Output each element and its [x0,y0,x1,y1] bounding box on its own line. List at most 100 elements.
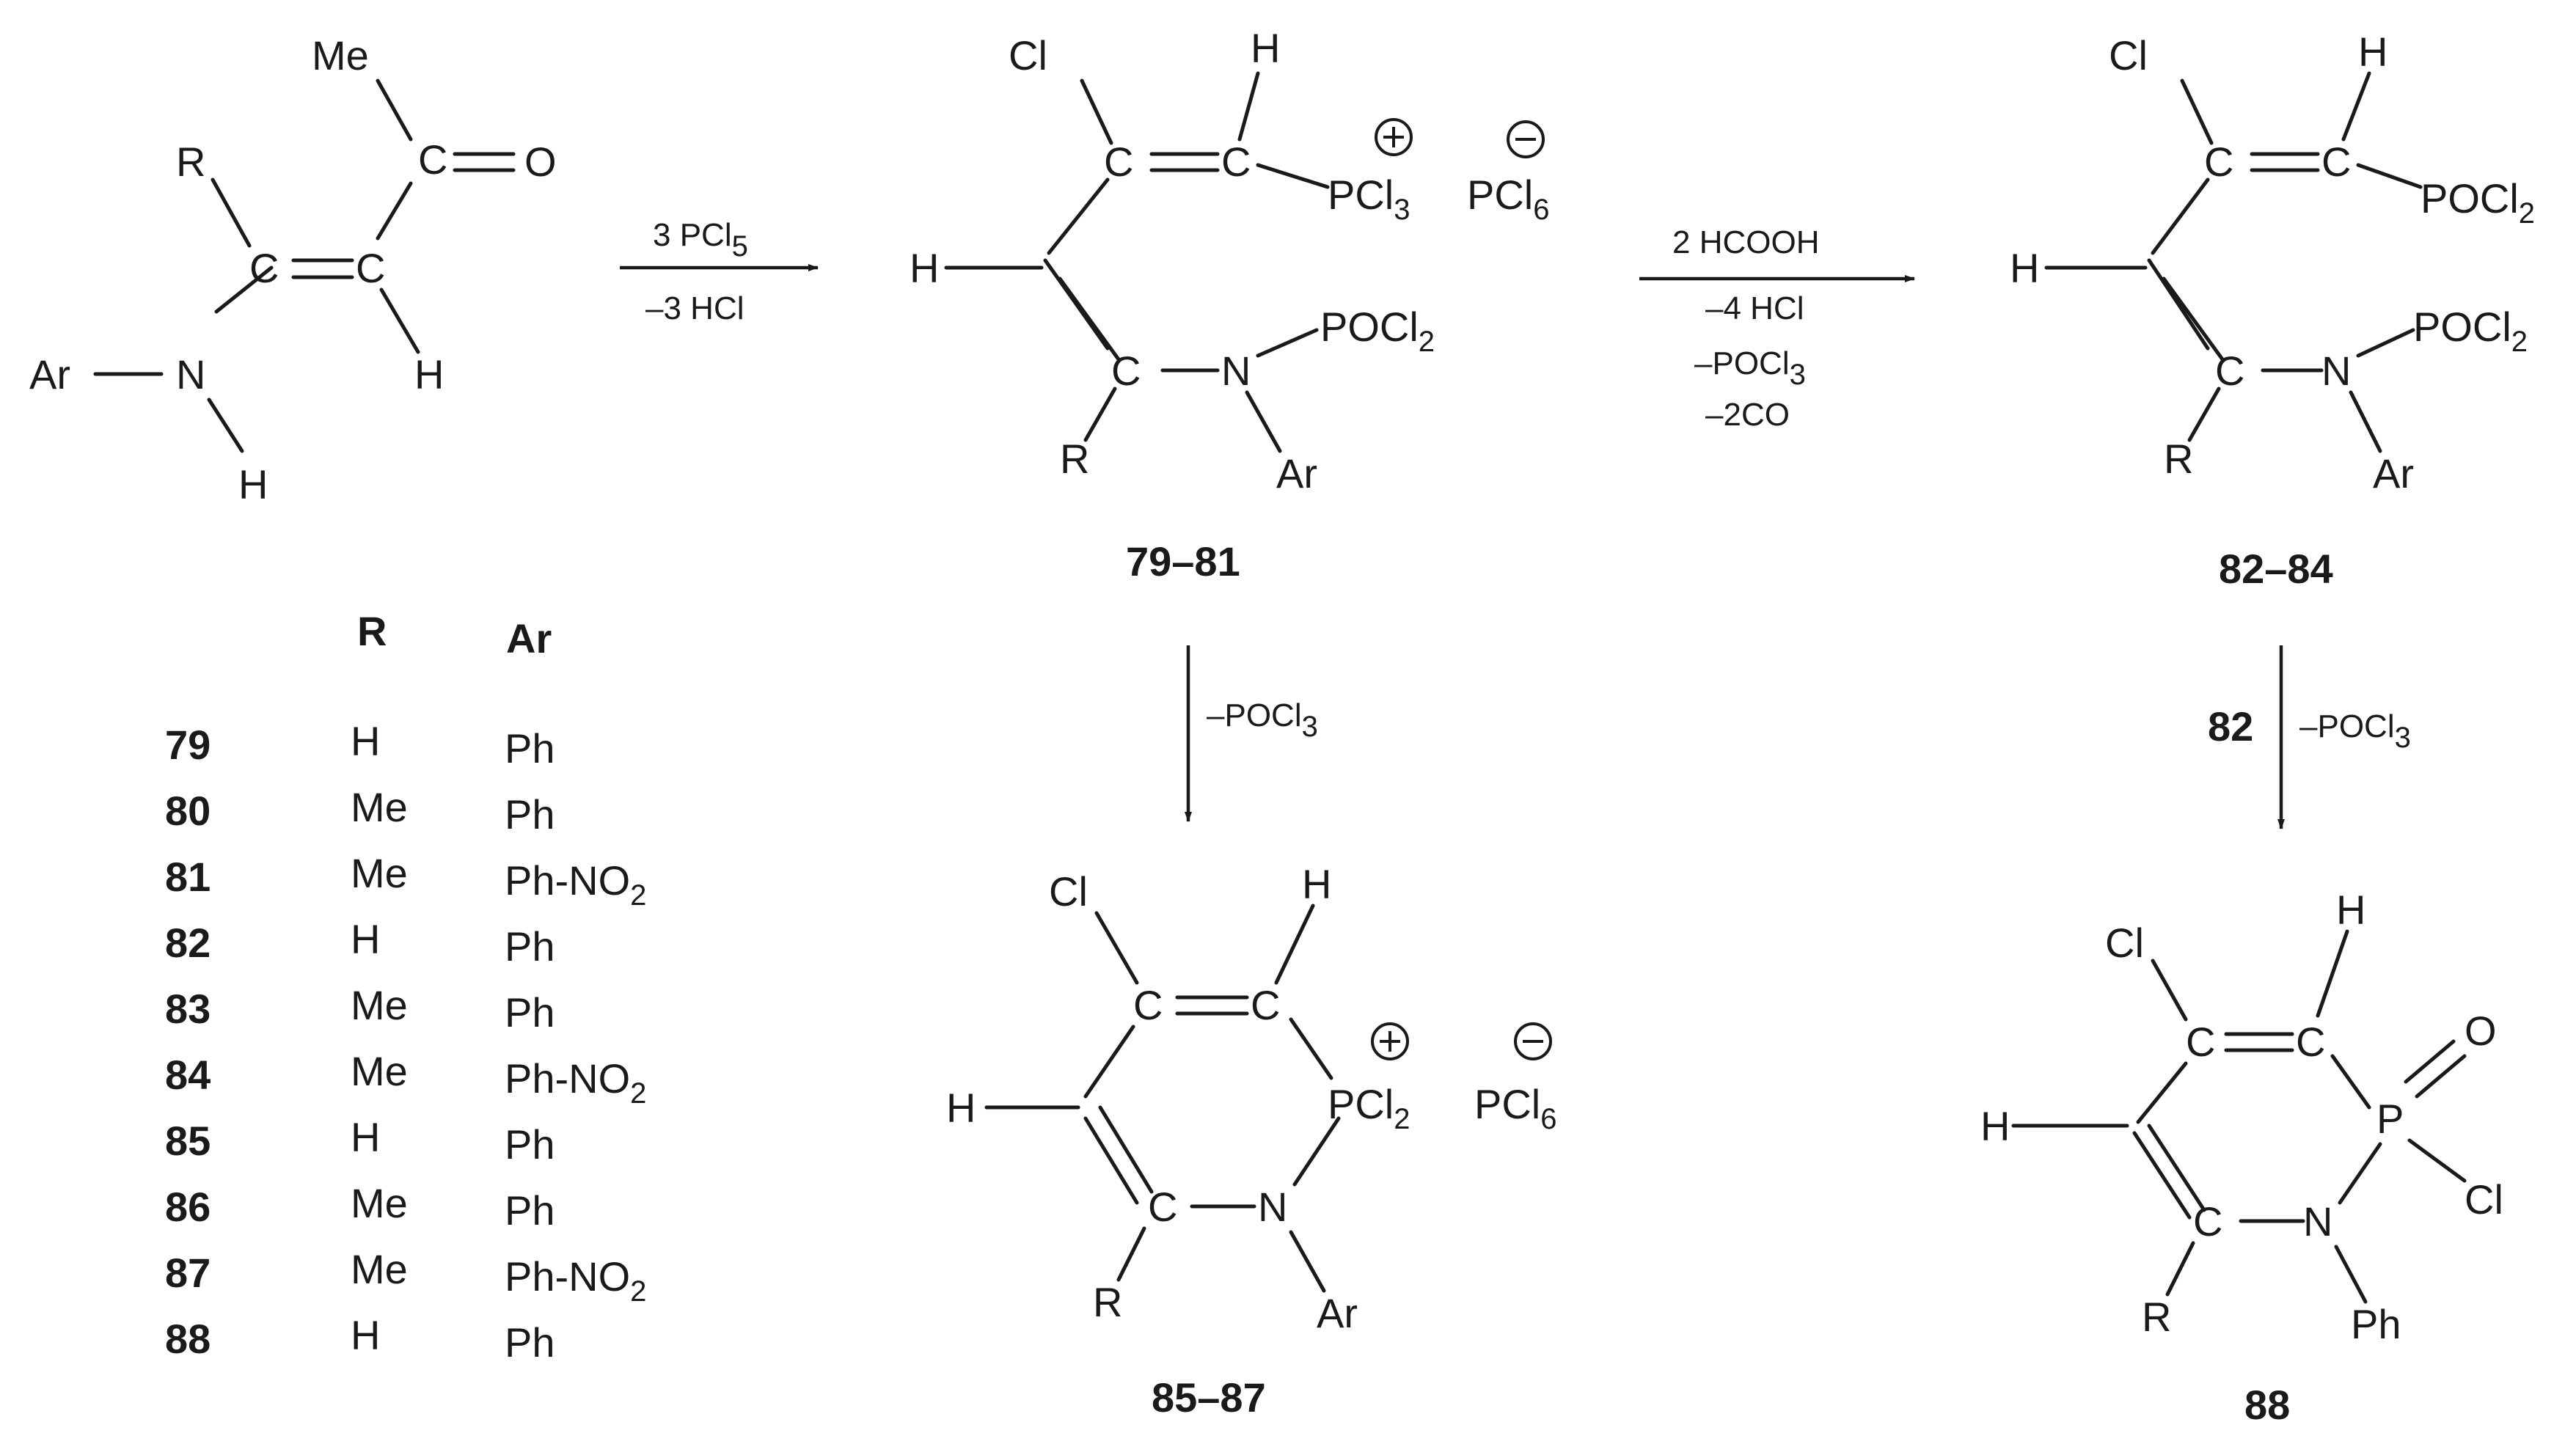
table-cell-ar: Ph [505,1319,555,1366]
pocl2-group: POCl2 [2413,304,2528,358]
table-cell-ar: Ph [505,1187,555,1234]
c-atom: C [2193,1198,2222,1245]
table-cell-ar: Ph [505,725,555,772]
table-cell-ar: Ph [505,923,555,970]
ar-atom: Ar [2373,450,2414,496]
n-atom: N [1258,1184,1287,1230]
r-atom: R [176,139,205,185]
reagent-label: 2 HCOOH [1672,224,1819,260]
c-atom: C [1251,982,1280,1028]
table-row-id: 81 [165,854,211,900]
r-atom: R [2142,1294,2171,1340]
table-cell-r: Me [351,784,408,830]
pcl2-group: PCl2 [1328,1081,1410,1135]
compound-label-85-87: 85–87 [1152,1374,1266,1421]
plus-charge-icon [1371,1022,1409,1060]
table-cell-ar: Ph [505,1121,555,1168]
arrow-step3: –POCl3 [1185,645,1318,822]
h-atom: H [1980,1103,2010,1149]
o-atom: O [524,139,557,185]
ar-atom: Ar [1317,1290,1358,1336]
h-atom: H [414,351,444,397]
n-atom: N [2303,1198,2332,1245]
cl-atom: Cl [2105,920,2144,966]
bonds [2011,929,2467,1304]
h-atom: H [910,245,939,291]
table-header-ar: Ar [506,615,552,661]
h-atom: H [2336,887,2365,933]
c-atom: C [1221,139,1251,185]
table-cell-ar: Ph-NO2 [505,857,646,912]
h-atom: H [1302,861,1331,907]
phosphonium-salt-79-81: Cl H C C PCl3 PCl6 H C N POCl2 R Ar 79–8… [910,25,1549,584]
c-atom: C [2186,1019,2215,1065]
table-cell-r: Me [351,1246,408,1292]
bonds [2044,71,2423,453]
c-atom: C [418,136,447,183]
table-row-id: 83 [165,986,211,1032]
table-row-id: 86 [165,1184,211,1230]
n-atom: N [1221,348,1251,394]
table-cell-r: Me [351,1048,408,1094]
ar-atom: Ar [1276,450,1317,496]
pcl3-group: PCl3 [1328,172,1410,226]
c-atom: C [1148,1184,1177,1230]
cl-atom: Cl [2465,1176,2503,1223]
table-cell-r: Me [351,850,408,896]
table-cell-r: H [351,916,380,962]
c-atom: C [1133,982,1163,1028]
r-atom: R [2164,436,2193,482]
byproduct-label: –3 HCl [645,290,744,326]
cyclic-phosphonium-85-87: Cl H C C PCl2 PCl6 H C N R Ar 85–87 [946,861,1556,1421]
pcl6-counterion: PCl6 [1467,172,1549,226]
h-atom: H [2358,29,2387,75]
o-atom: O [2465,1008,2497,1054]
arrow-step1: 3 PCl5 –3 HCl [620,217,819,326]
cl-atom: Cl [1009,32,1047,78]
table-row-id: 85 [165,1118,211,1164]
table-row-id: 87 [165,1250,211,1296]
substrate-label: 82 [2208,703,2253,750]
compound-label-88: 88 [2244,1382,2290,1428]
byproduct-label: –POCl3 [2299,708,2411,754]
reagent-label: 3 PCl5 [653,217,748,263]
bonds [984,904,1341,1293]
cl-atom: Cl [2109,32,2148,78]
r-atom: R [1060,436,1089,482]
c-atom: C [2321,139,2351,185]
table-cell-ar: Ph-NO2 [505,1055,646,1110]
ar-atom: Ar [29,351,70,397]
p-atom: P [2376,1096,2404,1142]
compound-label-79-81: 79–81 [1126,538,1240,584]
c-atom: C [2204,139,2233,185]
plus-charge-icon [1375,118,1413,156]
h-atom: H [946,1085,976,1131]
h-atom: H [2010,245,2039,291]
h-atom: H [1251,25,1280,71]
c-atom: C [356,245,385,291]
table-row-id: 88 [165,1316,211,1362]
table-header-r: R [357,608,387,654]
r-atom: R [1093,1279,1122,1325]
ph-atom: Ph [2351,1301,2401,1347]
byproduct-label: –2CO [1705,397,1790,433]
byproduct-label: –4 HCl [1705,290,1804,326]
bonds [944,71,1330,453]
table-cell-r: H [351,1312,380,1358]
c-atom: C [2296,1019,2325,1065]
byproduct-label: –POCl3 [1694,345,1806,391]
minus-charge-icon [1514,1022,1552,1060]
table-cell-r: H [351,718,380,764]
pocl2-group: POCl2 [1320,304,1435,358]
table-cell-ar: Ph [505,791,555,838]
table-cell-ar: Ph-NO2 [505,1253,646,1308]
table-row-id: 84 [165,1052,211,1098]
h-atom: H [238,461,268,507]
c-atom: C [2215,348,2244,394]
c-atom: C [1104,139,1133,185]
pocl2-group: POCl2 [2421,175,2535,230]
table-cell-r: Me [351,1180,408,1226]
arrow-step4: 82 –POCl3 [2208,645,2411,829]
table-cell-r: H [351,1114,380,1160]
